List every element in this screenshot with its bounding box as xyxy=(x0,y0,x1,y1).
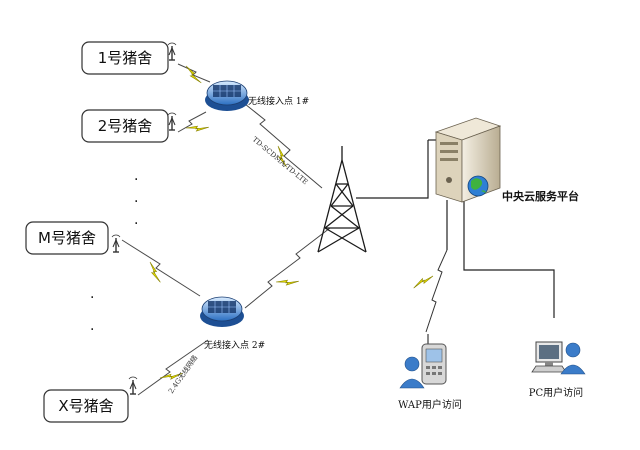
access-point-2: 无线接入点 2# xyxy=(200,296,265,351)
uplink-label: TD-SCDMA/TD-LTE xyxy=(251,135,310,186)
antenna-icon xyxy=(128,376,138,395)
wired-links xyxy=(356,139,555,318)
svg-text:·: · xyxy=(90,322,94,338)
mobile-user-icon xyxy=(399,334,447,389)
pig-house-x-label: X号猪舍 xyxy=(58,397,113,415)
wap-user-label: WAP用户访问 xyxy=(398,398,462,411)
pig-house-2: 2号猪舍 xyxy=(81,109,177,143)
pig-house-m: M号猪舍 xyxy=(25,221,121,255)
svg-text:·: · xyxy=(90,290,94,306)
server-icon xyxy=(434,117,502,203)
pig-house-1-label: 1号猪舍 xyxy=(98,49,153,67)
antenna-icon xyxy=(167,42,177,61)
ellipsis-lower: · · xyxy=(90,290,94,338)
cell-tower-icon xyxy=(317,146,367,253)
pig-house-2-label: 2号猪舍 xyxy=(98,117,153,135)
server-label: 中央云服务平台 xyxy=(502,189,579,203)
server-to-wap-link xyxy=(413,249,448,333)
svg-text:·: · xyxy=(134,216,138,232)
access-point-1: 无线接入点 1# xyxy=(205,80,309,111)
pig-house-x: X号猪舍 xyxy=(43,376,138,423)
pc-user-icon xyxy=(531,341,586,375)
svg-text:·: · xyxy=(134,194,138,210)
backhaul-links xyxy=(244,103,331,309)
ellipsis-upper: · · · xyxy=(134,172,138,232)
pc-user-label: PC用户访问 xyxy=(529,386,583,399)
pig-house-m-label: M号猪舍 xyxy=(38,229,96,247)
access-point-2-label: 无线接入点 2# xyxy=(204,339,265,351)
antenna-icon xyxy=(111,234,121,253)
access-point-1-label: 无线接入点 1# xyxy=(248,95,309,107)
pig-house-1: 1号猪舍 xyxy=(81,41,177,75)
svg-text:·: · xyxy=(134,172,138,188)
globe-icon xyxy=(467,175,489,197)
antenna-icon xyxy=(167,112,177,131)
